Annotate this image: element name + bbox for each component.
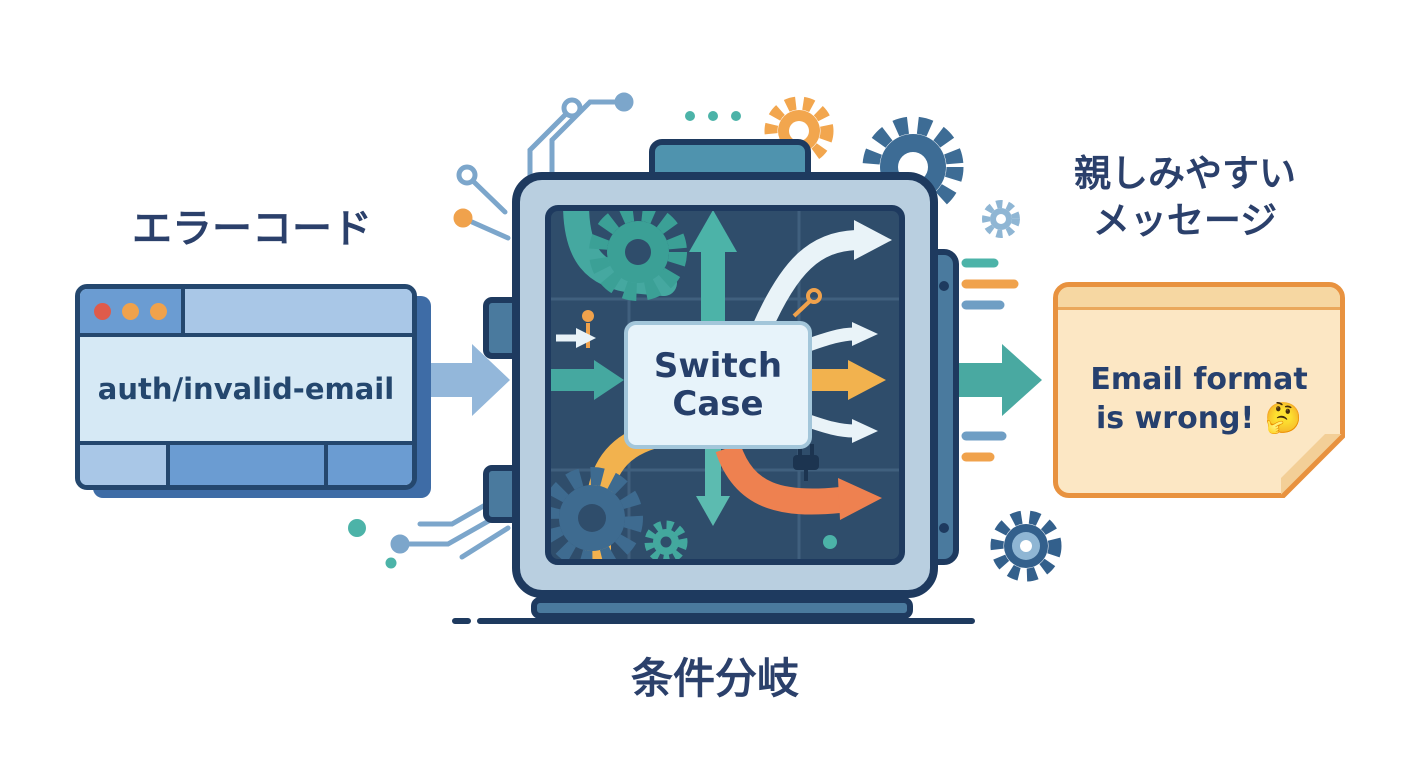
note-top-strip: [1058, 287, 1340, 310]
gear-icon-blue-inner: [551, 467, 643, 559]
gear-icon-bottom-right: [990, 510, 1062, 582]
error-code-heading: エラーコード: [132, 206, 372, 252]
machine-interior: [551, 211, 899, 559]
accent-dot: [823, 535, 837, 549]
circuit-node: [390, 534, 410, 554]
friendly-message-heading-line2: メッセージ: [1092, 199, 1278, 243]
circuit-node: [456, 164, 478, 186]
footer-segment: [170, 445, 328, 485]
dash-marks-right: [961, 258, 1019, 462]
ellipsis-dots-icon: [685, 111, 741, 121]
switch-case-line2: Case: [672, 384, 764, 424]
window-urlbar: [181, 289, 412, 333]
error-code-text: auth/invalid-email: [97, 372, 395, 406]
note-message-text: Email format is wrong! 🤔: [1090, 362, 1308, 436]
browser-titlebar: [80, 289, 412, 337]
circuit-node: [561, 97, 583, 119]
friendly-message-heading-line1: 親しみやすい: [1074, 152, 1296, 195]
arrow-down-icon: [696, 444, 730, 526]
arrow-right-connector: [952, 344, 1042, 416]
note-folded-corner-icon: [1281, 434, 1345, 498]
arrow-orange-icon: [715, 443, 882, 520]
message-note: Email format is wrong! 🤔: [1053, 282, 1345, 498]
panel-dot: [939, 281, 949, 291]
conditional-branch-caption: 条件分岐: [630, 654, 799, 703]
window-dots: [80, 302, 181, 320]
circuit-node: [614, 92, 634, 112]
gear-icon-teal-inner: [589, 211, 687, 301]
footer-segment: [328, 445, 412, 485]
arrow-yellow-icon: [806, 360, 886, 400]
window-dot-orange-icon: [122, 302, 139, 320]
circuit-trace-top-left: [453, 92, 634, 241]
friendly-message-heading: 親しみやすい メッセージ: [1028, 150, 1342, 245]
window-dot-orange-icon: [150, 302, 167, 320]
arrow-left-connector: [425, 344, 510, 416]
switch-case-line1: Switch: [653, 345, 783, 386]
machine-base-lip: [531, 597, 913, 619]
arrow-up-icon: [689, 211, 737, 322]
footer-segment: [80, 445, 170, 485]
circuit-node-orange: [453, 208, 473, 228]
accent-dots-left: [348, 519, 397, 569]
circuit-node-orange: [582, 310, 594, 322]
panel-dot: [939, 523, 949, 533]
gear-icon-small-blue-top: [982, 200, 1020, 238]
arrow-left-inlet-icon: [551, 328, 624, 400]
browser-window: auth/invalid-email: [75, 284, 417, 490]
browser-footer: [80, 441, 412, 485]
switch-case-box: Switch Case: [624, 321, 812, 449]
gear-icon-small-teal-inner: [644, 520, 688, 559]
circuit-line-orange: [792, 299, 812, 318]
arrow-curved-white-icon: [752, 220, 892, 333]
window-dot-red-icon: [94, 302, 111, 320]
circuit-node-orange: [806, 288, 822, 304]
